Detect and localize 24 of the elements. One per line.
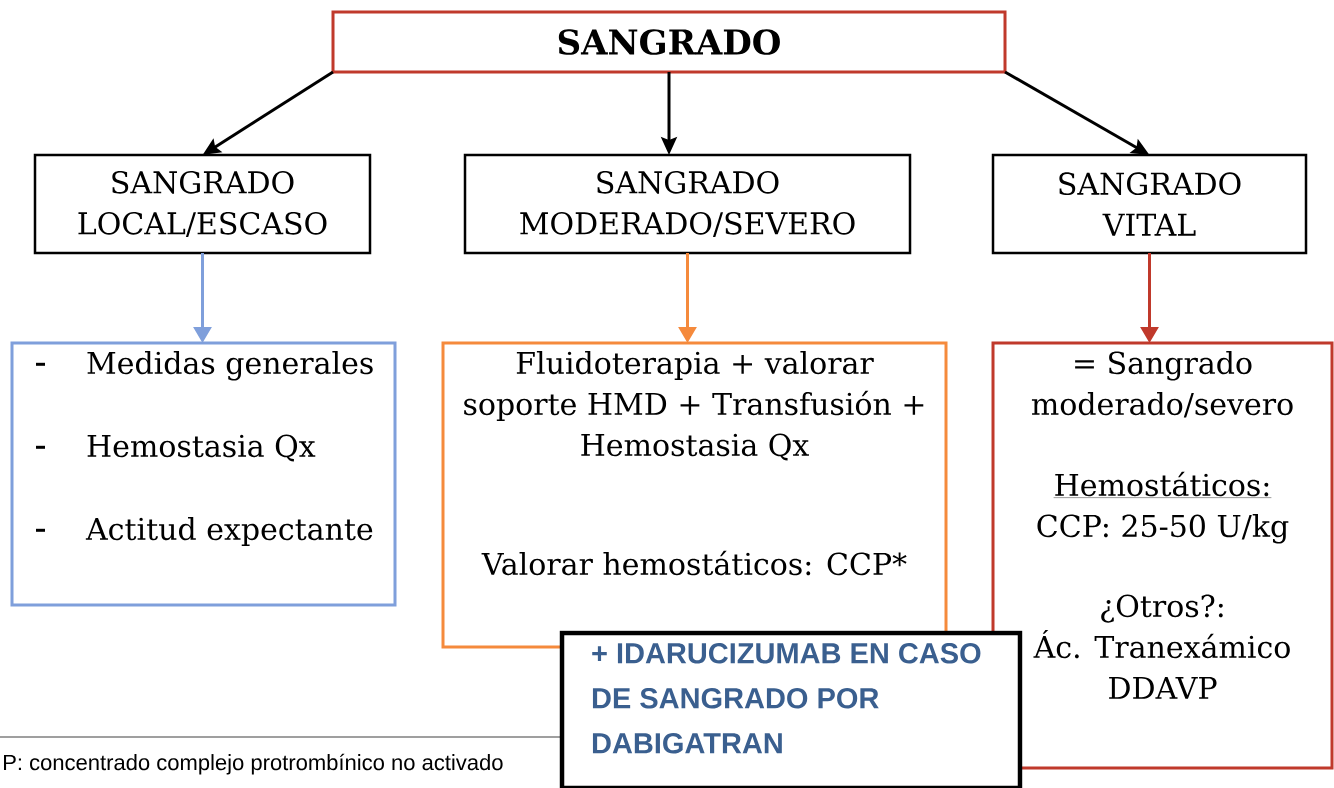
list-item: Medidas generales bbox=[36, 351, 373, 381]
body-text: CCP: 25-50 U/kg bbox=[1037, 514, 1289, 544]
body-text: Ác. Tranexámico bbox=[1033, 630, 1290, 659]
category-text: SANGRADO LOCAL/ESCASO bbox=[78, 171, 327, 237]
callout-box bbox=[559, 630, 1023, 788]
body-text: = Sangrado moderado/severo bbox=[1031, 351, 1293, 418]
callout-text: + IDARUCIZUMAB EN CASO DE SANGRADO POR DABIGATRAN bbox=[592, 643, 981, 754]
category-box bbox=[463, 153, 912, 255]
footnote-text: P: concentrado complejo protrombínico no activado bbox=[4, 753, 503, 775]
list-item: Actitud expectante bbox=[36, 517, 373, 547]
category-text: SANGRADO VITAL bbox=[1059, 172, 1241, 236]
category-box bbox=[991, 153, 1308, 255]
body-text: DDAVP bbox=[1109, 676, 1217, 699]
body-text: Valorar hemostáticos: CCP* bbox=[481, 550, 907, 576]
body-text: Hemostáticos: bbox=[1053, 471, 1272, 498]
list-item: Hemostasia Qx bbox=[36, 434, 316, 462]
action-box bbox=[991, 341, 1334, 770]
heading-text: SANGRADO bbox=[558, 29, 780, 55]
body-text: Fluidoterapia + valorar soporte HMD + Transfusión + Hemostasia Qx bbox=[464, 351, 924, 461]
heading-box bbox=[331, 10, 1007, 74]
action-box bbox=[10, 341, 397, 607]
category-text: SANGRADO MODERADO/SEVERO bbox=[520, 171, 855, 237]
category-box bbox=[33, 153, 372, 255]
body-text: ¿Otros?: bbox=[1101, 594, 1223, 623]
